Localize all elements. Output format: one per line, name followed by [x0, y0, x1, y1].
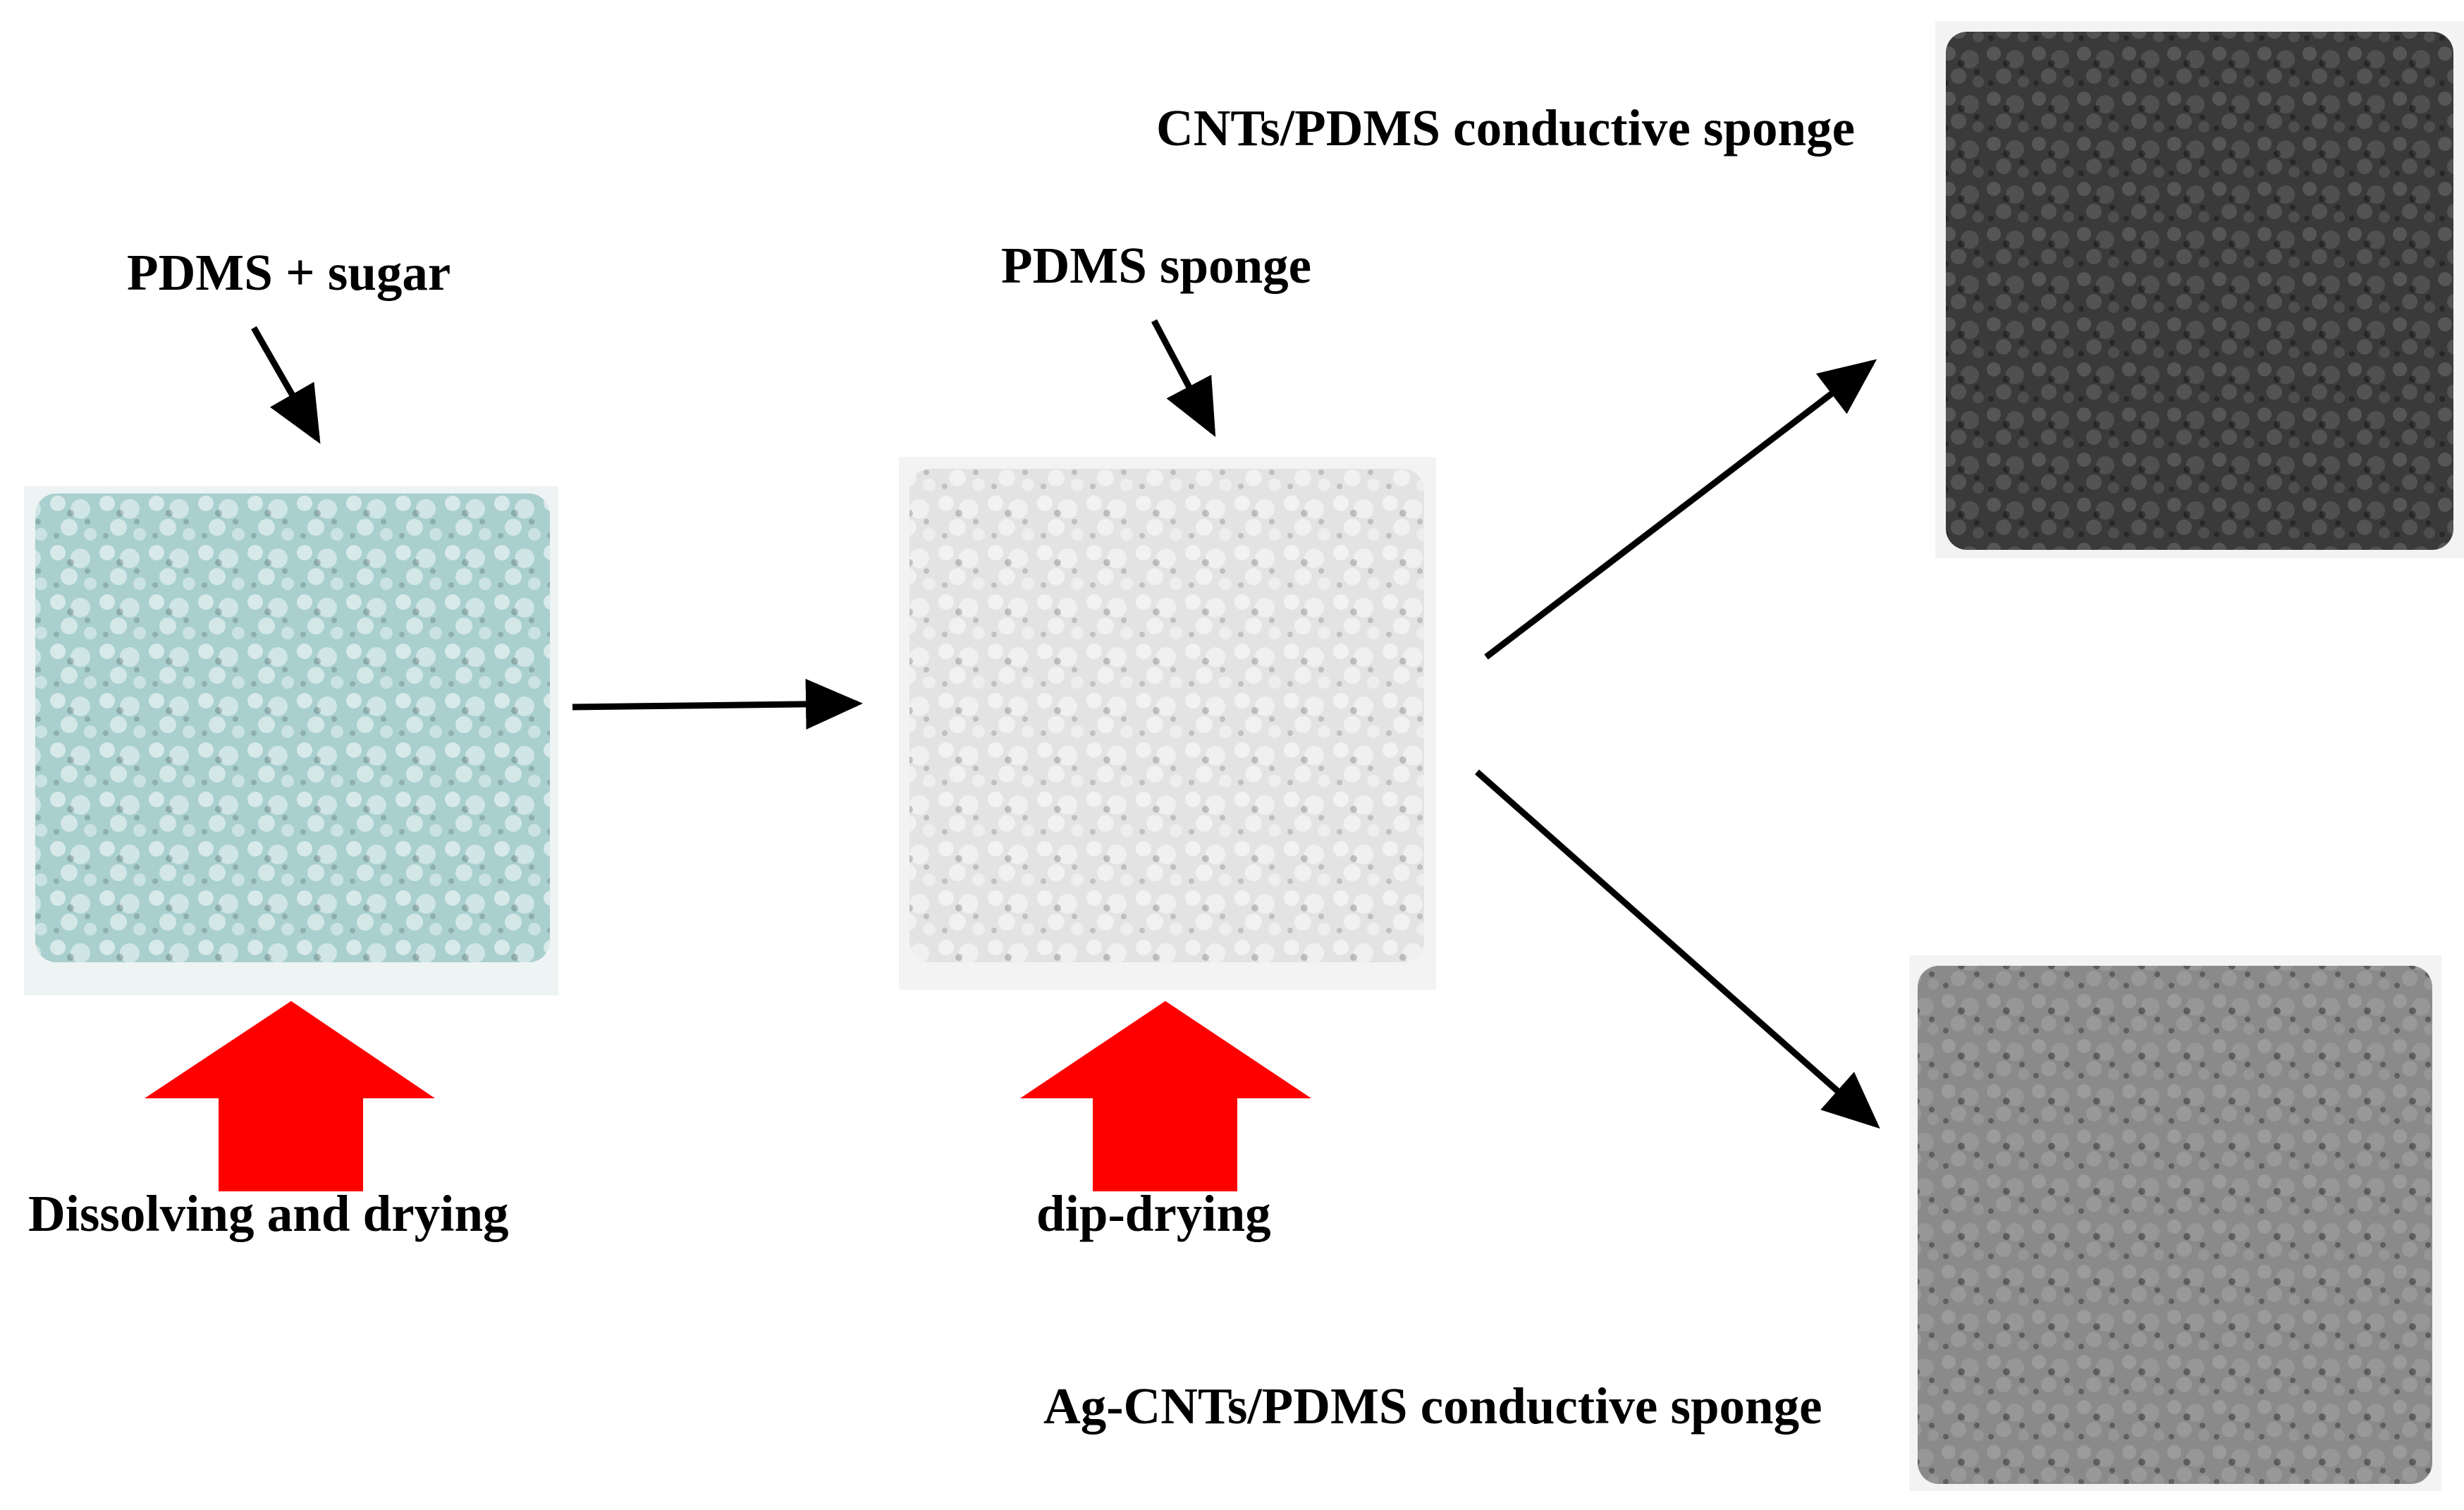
cnts-pdms-sponge-label: CNTs/PDMS conductive sponge — [1156, 99, 1856, 156]
pdms-sponge-label: PDMS sponge — [1001, 237, 1312, 294]
arrow-to-pdms-sponge — [1151, 319, 1216, 437]
dissolving-and-drying-label: Dissolving and drying — [28, 1185, 509, 1242]
arrow-to-pdms-sugar — [251, 326, 321, 444]
pdms-sugar-label: PDMS + sugar — [127, 244, 451, 301]
dip-drying-label: dip-drying — [1036, 1185, 1271, 1242]
ag-cnts-pdms-sponge-label: Ag-CNTs/PDMS conductive sponge — [1043, 1377, 1822, 1435]
dissolving-red-arrow — [145, 1001, 435, 1191]
dip-drying-red-arrow — [1020, 1001, 1311, 1191]
cnts-pdms-sponge-block — [1935, 21, 2464, 558]
arrow-sugar-to-sponge — [572, 678, 863, 730]
pdms-sugar-block — [24, 486, 558, 995]
pdms-sponge-block — [899, 457, 1436, 990]
ag-cnts-pdms-sponge-block — [1909, 955, 2441, 1491]
arrow-to-ag-cnts-sponge — [1475, 769, 1880, 1129]
arrow-to-cnts-sponge — [1484, 359, 1877, 660]
